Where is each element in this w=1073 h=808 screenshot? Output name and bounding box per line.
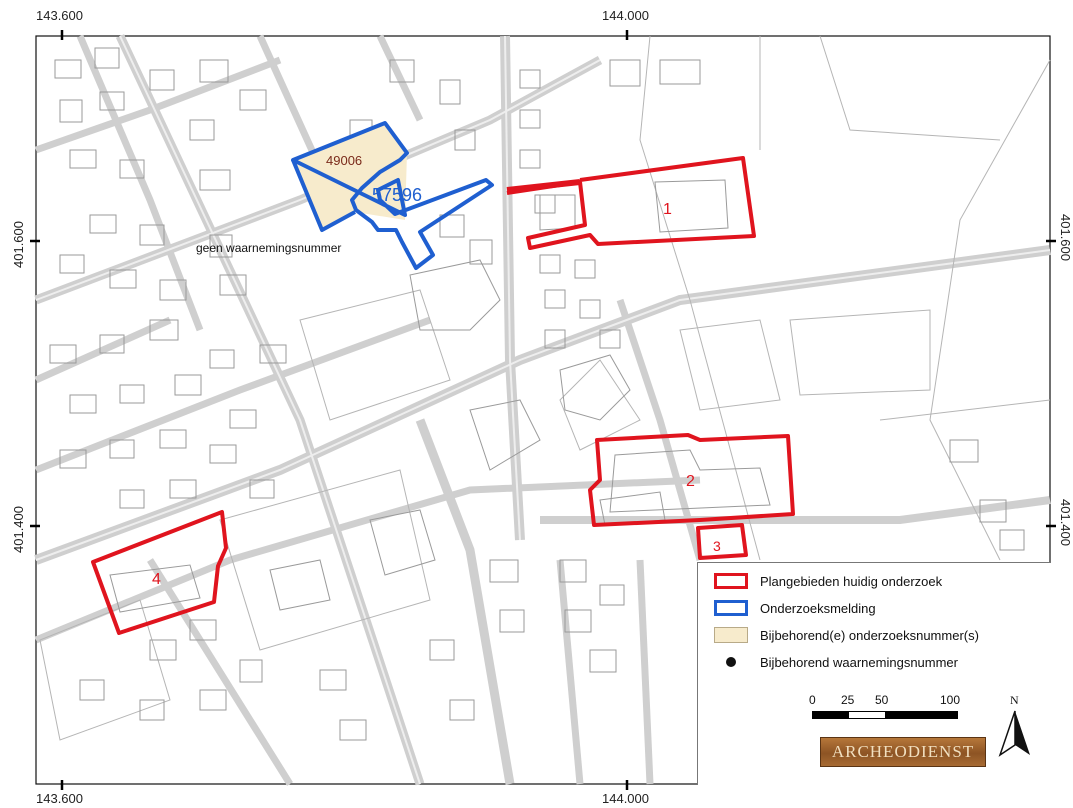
y-label-right-upper: 401.600 xyxy=(1058,214,1073,261)
legend-item-plan-areas: Plangebieden huidig onderzoek xyxy=(714,571,942,591)
no-observation-label: geen waarnemingsnummer xyxy=(196,241,341,255)
legend-label: Bijbehorend(e) onderzoeksnummer(s) xyxy=(760,627,979,643)
x-label-top-right: 144.000 xyxy=(602,8,649,23)
legend-label: Plangebieden huidig onderzoek xyxy=(760,573,943,589)
black-dot-icon xyxy=(726,657,736,667)
report-number-label: 57596 xyxy=(372,185,422,205)
north-label: N xyxy=(1010,693,1019,707)
scale-label-50: 50 xyxy=(875,693,889,707)
plan-area-2 xyxy=(588,433,795,527)
legend-label: Onderzoeksmelding xyxy=(760,600,876,616)
coordinate-ticks xyxy=(30,30,1056,790)
legend-panel: Plangebieden huidig onderzoek Onderzoeks… xyxy=(697,562,1051,785)
scale-track xyxy=(812,711,958,719)
blue-outline-swatch xyxy=(714,600,748,616)
legend-item-observation-number: Bijbehorend waarnemingsnummer xyxy=(714,652,958,672)
scale-label-25: 25 xyxy=(841,693,855,707)
area-1-label: 1 xyxy=(663,201,672,218)
logo-text: ARCHEODIENST xyxy=(831,742,975,761)
red-outline-swatch xyxy=(714,573,748,589)
y-label-left-lower: 401.400 xyxy=(11,506,26,553)
y-label-left-upper: 401.600 xyxy=(11,221,26,268)
x-label-bottom-right: 144.000 xyxy=(602,791,649,806)
research-number-label: 49006 xyxy=(326,153,362,168)
y-label-right-lower: 401.400 xyxy=(1058,499,1073,546)
beige-filled-swatch xyxy=(714,627,748,643)
legend-item-research-number: Bijbehorend(e) onderzoeksnummer(s) xyxy=(714,625,979,645)
scale-label-0: 0 xyxy=(809,693,816,707)
north-arrow-icon: N xyxy=(998,693,1032,757)
archeodienst-logo: ARCHEODIENST xyxy=(820,737,986,767)
x-label-bottom-left: 143.600 xyxy=(36,791,83,806)
scale-bar: 0 25 50 100 m xyxy=(809,693,960,723)
plan-area-1 xyxy=(506,156,756,250)
x-label-top-left: 143.600 xyxy=(36,8,83,23)
area-2-label: 2 xyxy=(686,473,695,490)
plan-area-4 xyxy=(91,510,228,635)
legend-item-report: Onderzoeksmelding xyxy=(714,598,876,618)
plan-area-3 xyxy=(696,523,748,560)
report-outline xyxy=(291,121,494,270)
area-4-label: 4 xyxy=(152,571,161,588)
building-footprints xyxy=(49,47,1025,741)
report-outline-west xyxy=(291,159,356,232)
parcel-lines xyxy=(39,35,1051,741)
area-3-label: 3 xyxy=(713,538,721,554)
legend-label: Bijbehorend waarnemingsnummer xyxy=(760,654,958,670)
